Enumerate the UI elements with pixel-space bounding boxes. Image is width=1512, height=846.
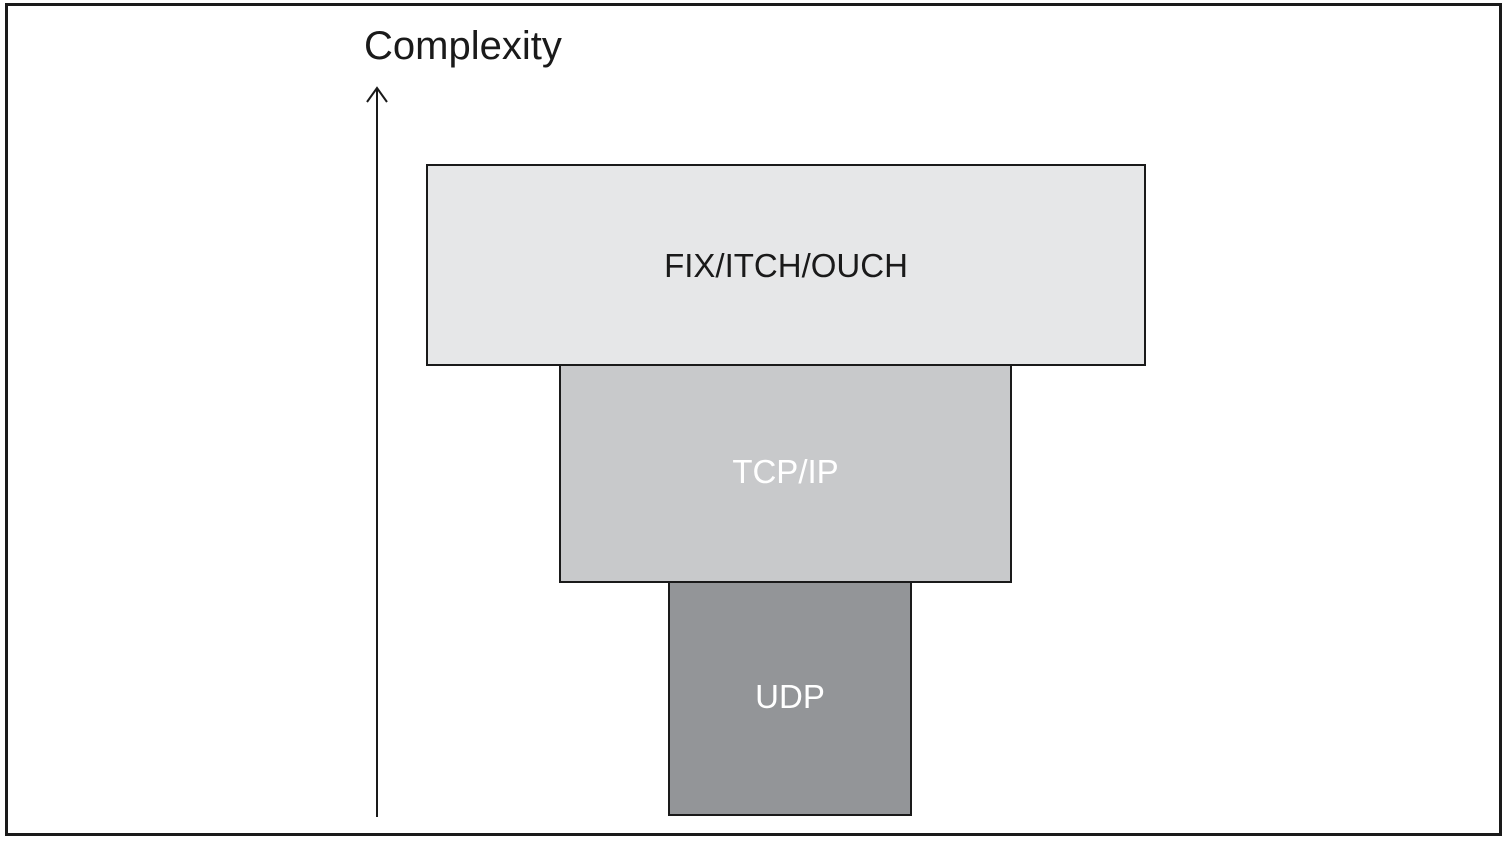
axis-label: Complexity [364, 24, 562, 68]
layer-udp: UDP [668, 581, 912, 816]
layer-fix-itch-ouch: FIX/ITCH/OUCH [426, 164, 1146, 366]
layer-tcp-ip: TCP/IP [559, 364, 1012, 583]
arrow-head-icon [366, 86, 388, 103]
layer-label: UDP [755, 678, 825, 715]
complexity-axis-arrow [366, 86, 388, 817]
layer-label: FIX/ITCH/OUCH [664, 246, 908, 284]
layer-label: TCP/IP [732, 453, 839, 490]
